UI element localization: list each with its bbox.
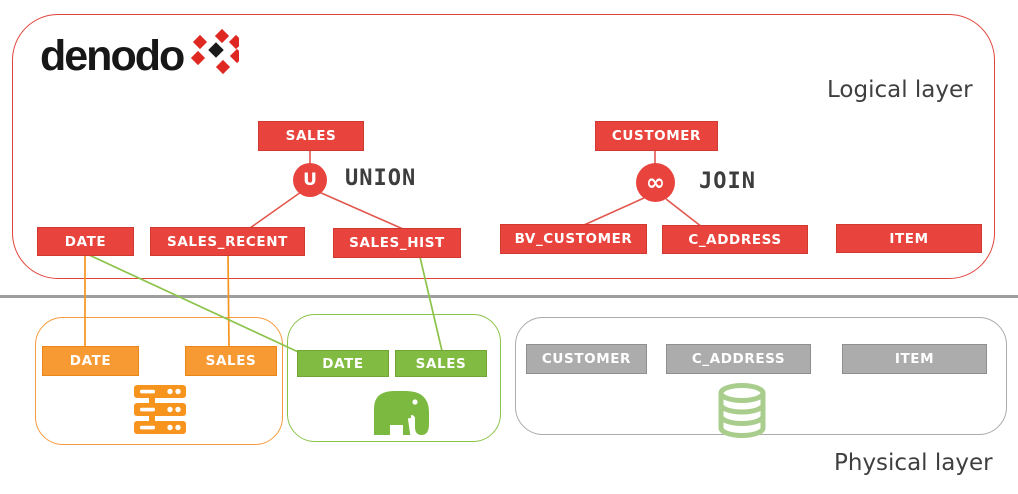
view-customer: CUSTOMER (595, 121, 718, 151)
view-date: DATE (37, 227, 134, 256)
green-datasource-container (287, 314, 501, 442)
denodo-logo-text: denodo (40, 32, 185, 80)
denodo-logo-icon (191, 28, 240, 75)
server-icon (134, 385, 186, 434)
layer-divider (0, 295, 1018, 298)
view-bv-customer: BV_CUSTOMER (500, 224, 647, 254)
union-operator-icon: U (293, 163, 327, 197)
table-green-date: DATE (297, 350, 389, 377)
join-operator-icon: ∞ (636, 163, 675, 202)
table-gray-c-address: C_ADDRESS (666, 344, 811, 374)
table-gray-customer: CUSTOMER (526, 344, 647, 374)
table-orange-sales: SALES (185, 346, 277, 376)
union-operator-label: UNION (345, 166, 417, 191)
elephant-icon (374, 391, 429, 435)
table-orange-date: DATE (42, 346, 139, 376)
table-green-sales: SALES (395, 350, 487, 377)
view-item: ITEM (836, 224, 982, 253)
table-gray-item: ITEM (842, 344, 987, 374)
denodo-logo: denodo (40, 28, 240, 80)
view-c-address: C_ADDRESS (662, 225, 808, 254)
view-sales-hist: SALES_HIST (333, 228, 461, 258)
view-sales: SALES (258, 121, 364, 151)
physical-layer-label: Physical layer (834, 450, 993, 476)
join-operator-label: JOIN (699, 169, 756, 194)
logical-layer-label: Logical layer (827, 77, 973, 103)
view-sales-recent: SALES_RECENT (150, 227, 305, 256)
database-icon (718, 383, 766, 438)
